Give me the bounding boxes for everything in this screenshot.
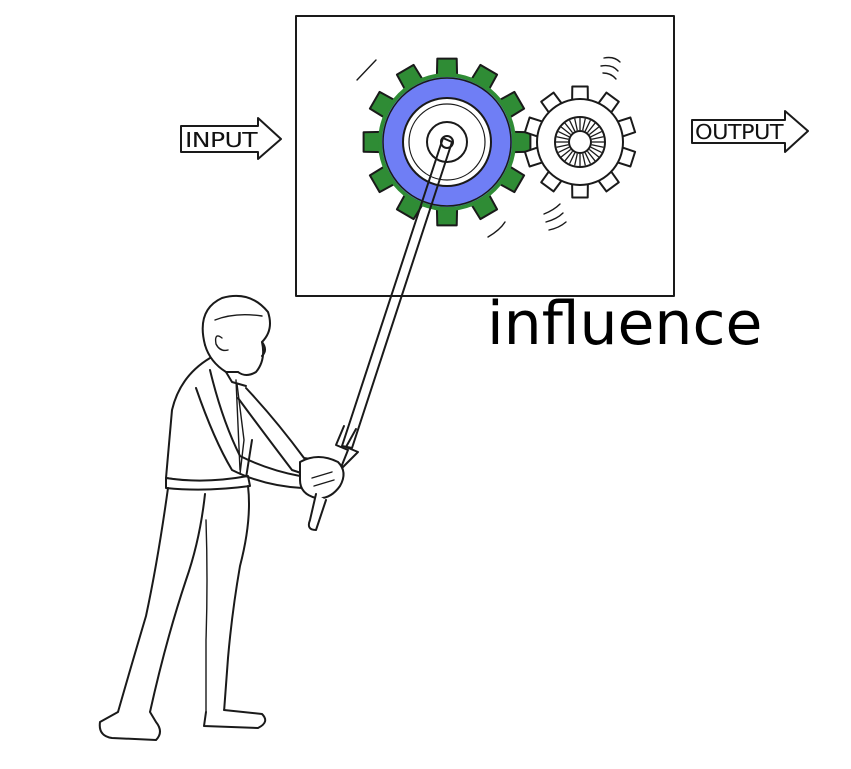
driven-gear-spoke — [582, 153, 586, 166]
driven-gear-spoke — [564, 150, 574, 162]
driven-gear-spoke — [591, 136, 604, 140]
driven-gear-spoke — [582, 118, 586, 131]
driven-gear-spoke — [591, 144, 604, 148]
driven-gear-spoke — [574, 118, 578, 131]
driven-gear-spoke — [556, 136, 569, 140]
driven-gear-spoke — [584, 152, 591, 164]
driven-gear-spoke — [564, 122, 574, 134]
driven-gear-icon — [523, 85, 637, 199]
driven-gear-spoke — [590, 131, 602, 138]
driven-gear-spoke — [556, 144, 569, 148]
driven-gear-spoke — [584, 120, 591, 132]
driven-gear-spoke — [588, 126, 600, 136]
driven-gear-spoke — [558, 146, 570, 153]
output-label: OUTPUT — [695, 120, 784, 144]
influence-caption: influence — [487, 289, 763, 359]
motion-lines — [356, 56, 621, 238]
driven-gear-spoke — [590, 146, 602, 153]
driven-gear-spoke — [574, 153, 578, 166]
driven-gear-spoke — [569, 152, 576, 164]
output-arrow-icon: OUTPUT — [691, 110, 809, 153]
input-label: INPUT — [185, 128, 259, 152]
driven-gear-spoke — [560, 148, 572, 158]
person-figure — [98, 294, 345, 741]
driven-gear-spoke — [586, 150, 596, 162]
driven-gear-spoke — [569, 120, 576, 132]
driving-gear-icon — [362, 57, 532, 227]
driven-gear-spoke — [558, 131, 570, 138]
driven-gear-spoke — [586, 122, 596, 134]
driven-gear-spoke — [588, 148, 600, 158]
driven-gear-spoke — [560, 126, 572, 136]
machine-box — [295, 15, 675, 297]
input-arrow-icon: INPUT — [180, 117, 282, 160]
